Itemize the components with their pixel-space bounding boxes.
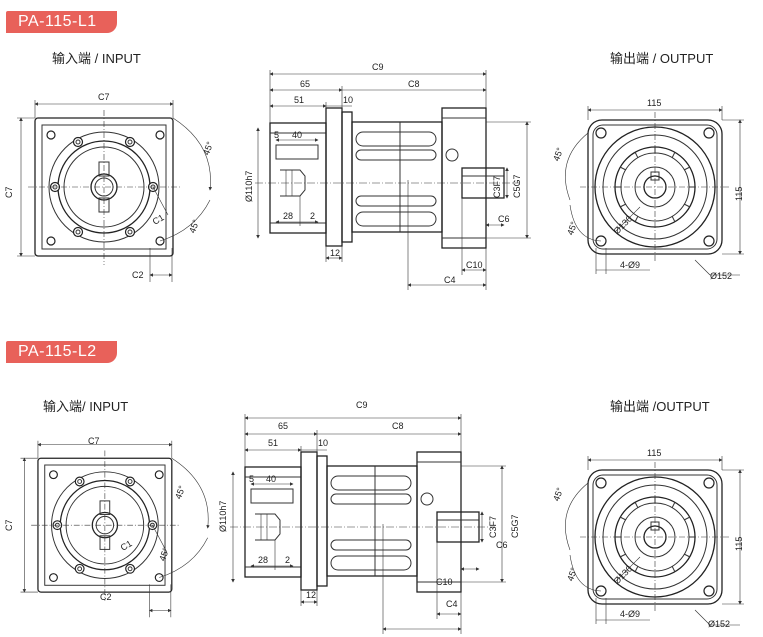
l1-input-view [17, 100, 211, 282]
l2-input-view [20, 441, 208, 618]
l1-output-view [565, 106, 744, 275]
dim-c3: C3F7 [492, 176, 502, 198]
dim-out-115-side: 115 [734, 537, 744, 551]
dim-5: 5 [274, 130, 279, 140]
dim-65: 65 [278, 421, 288, 431]
dim-out-115-top: 115 [647, 98, 661, 108]
dim-c9: C9 [356, 400, 368, 410]
output-label-l1: 输出端 / OUTPUT [610, 51, 714, 66]
dim-c9: C9 [372, 62, 384, 72]
dim-12: 12 [306, 590, 316, 600]
dim-out-45b: 45° [565, 566, 579, 583]
dim-c2: C2 [100, 592, 112, 602]
dim-2: 2 [285, 555, 290, 565]
dim-c3: C3F7 [488, 516, 498, 538]
dim-out-4d9: 4-Ø9 [620, 609, 640, 619]
l1-dimension-labels: C7 C7 C1 C2 45° 45° C9 65 C8 51 10 5 40 … [4, 62, 744, 285]
dim-out-152: Ø152 [708, 619, 730, 629]
dim-c5: C5G7 [512, 174, 522, 198]
dim-28: 28 [258, 555, 268, 565]
l2-dimension-labels: C7 C7 C1 C2 45° 45° C9 65 C8 51 10 5 40 … [4, 400, 744, 629]
dim-51: 51 [268, 438, 278, 448]
dim-angle-a: 45° [201, 140, 215, 157]
dim-c7-top: C7 [98, 92, 110, 102]
dim-110h7: Ø110h7 [244, 171, 254, 202]
dim-angle-a: 45° [173, 484, 187, 501]
dim-c7-side: C7 [4, 519, 14, 531]
dim-10: 10 [318, 438, 328, 448]
dim-c1: C1 [119, 538, 134, 552]
dim-2: 2 [310, 211, 315, 221]
dim-c4: C4 [444, 275, 456, 285]
dim-angle-b: 45° [157, 546, 171, 563]
dim-51: 51 [294, 95, 304, 105]
input-label-l1: 输入端 / INPUT [52, 51, 141, 66]
dim-c7-top: C7 [88, 436, 100, 446]
dim-110h7: Ø110h7 [218, 501, 228, 532]
dim-c6: C6 [496, 540, 508, 550]
dim-out-152: Ø152 [710, 271, 732, 281]
input-label-l2: 输入端/ INPUT [43, 399, 129, 414]
dim-40: 40 [266, 474, 276, 484]
dim-out-4d9: 4-Ø9 [620, 260, 640, 270]
dim-out-45a: 45° [551, 146, 565, 163]
dim-out-115-top: 115 [647, 448, 661, 458]
dim-c10: C10 [436, 577, 453, 587]
l2-output-view [565, 456, 744, 625]
dim-28: 28 [283, 211, 293, 221]
dim-12: 12 [330, 248, 340, 258]
dim-out-45b: 45° [565, 220, 579, 237]
dim-c6: C6 [498, 214, 510, 224]
dim-5: 5 [249, 474, 254, 484]
dim-out-45a: 45° [551, 486, 565, 503]
dim-c5: C5G7 [510, 514, 520, 538]
dim-10: 10 [343, 95, 353, 105]
dim-c2: C2 [132, 270, 144, 280]
model-badge-l1: PA-115-L1 [6, 11, 117, 33]
dim-c7-side: C7 [4, 186, 14, 198]
dim-angle-b: 45° [187, 218, 201, 235]
dim-out-115-side: 115 [734, 187, 744, 201]
dim-c8: C8 [408, 79, 420, 89]
dim-c4: C4 [446, 599, 458, 609]
dim-40: 40 [292, 130, 302, 140]
output-label-l2: 输出端 /OUTPUT [610, 399, 710, 414]
dim-65: 65 [300, 79, 310, 89]
dim-c8: C8 [392, 421, 404, 431]
dim-c10: C10 [466, 260, 483, 270]
model-badge-l2: PA-115-L2 [6, 341, 117, 363]
dim-c1: C1 [151, 212, 166, 226]
